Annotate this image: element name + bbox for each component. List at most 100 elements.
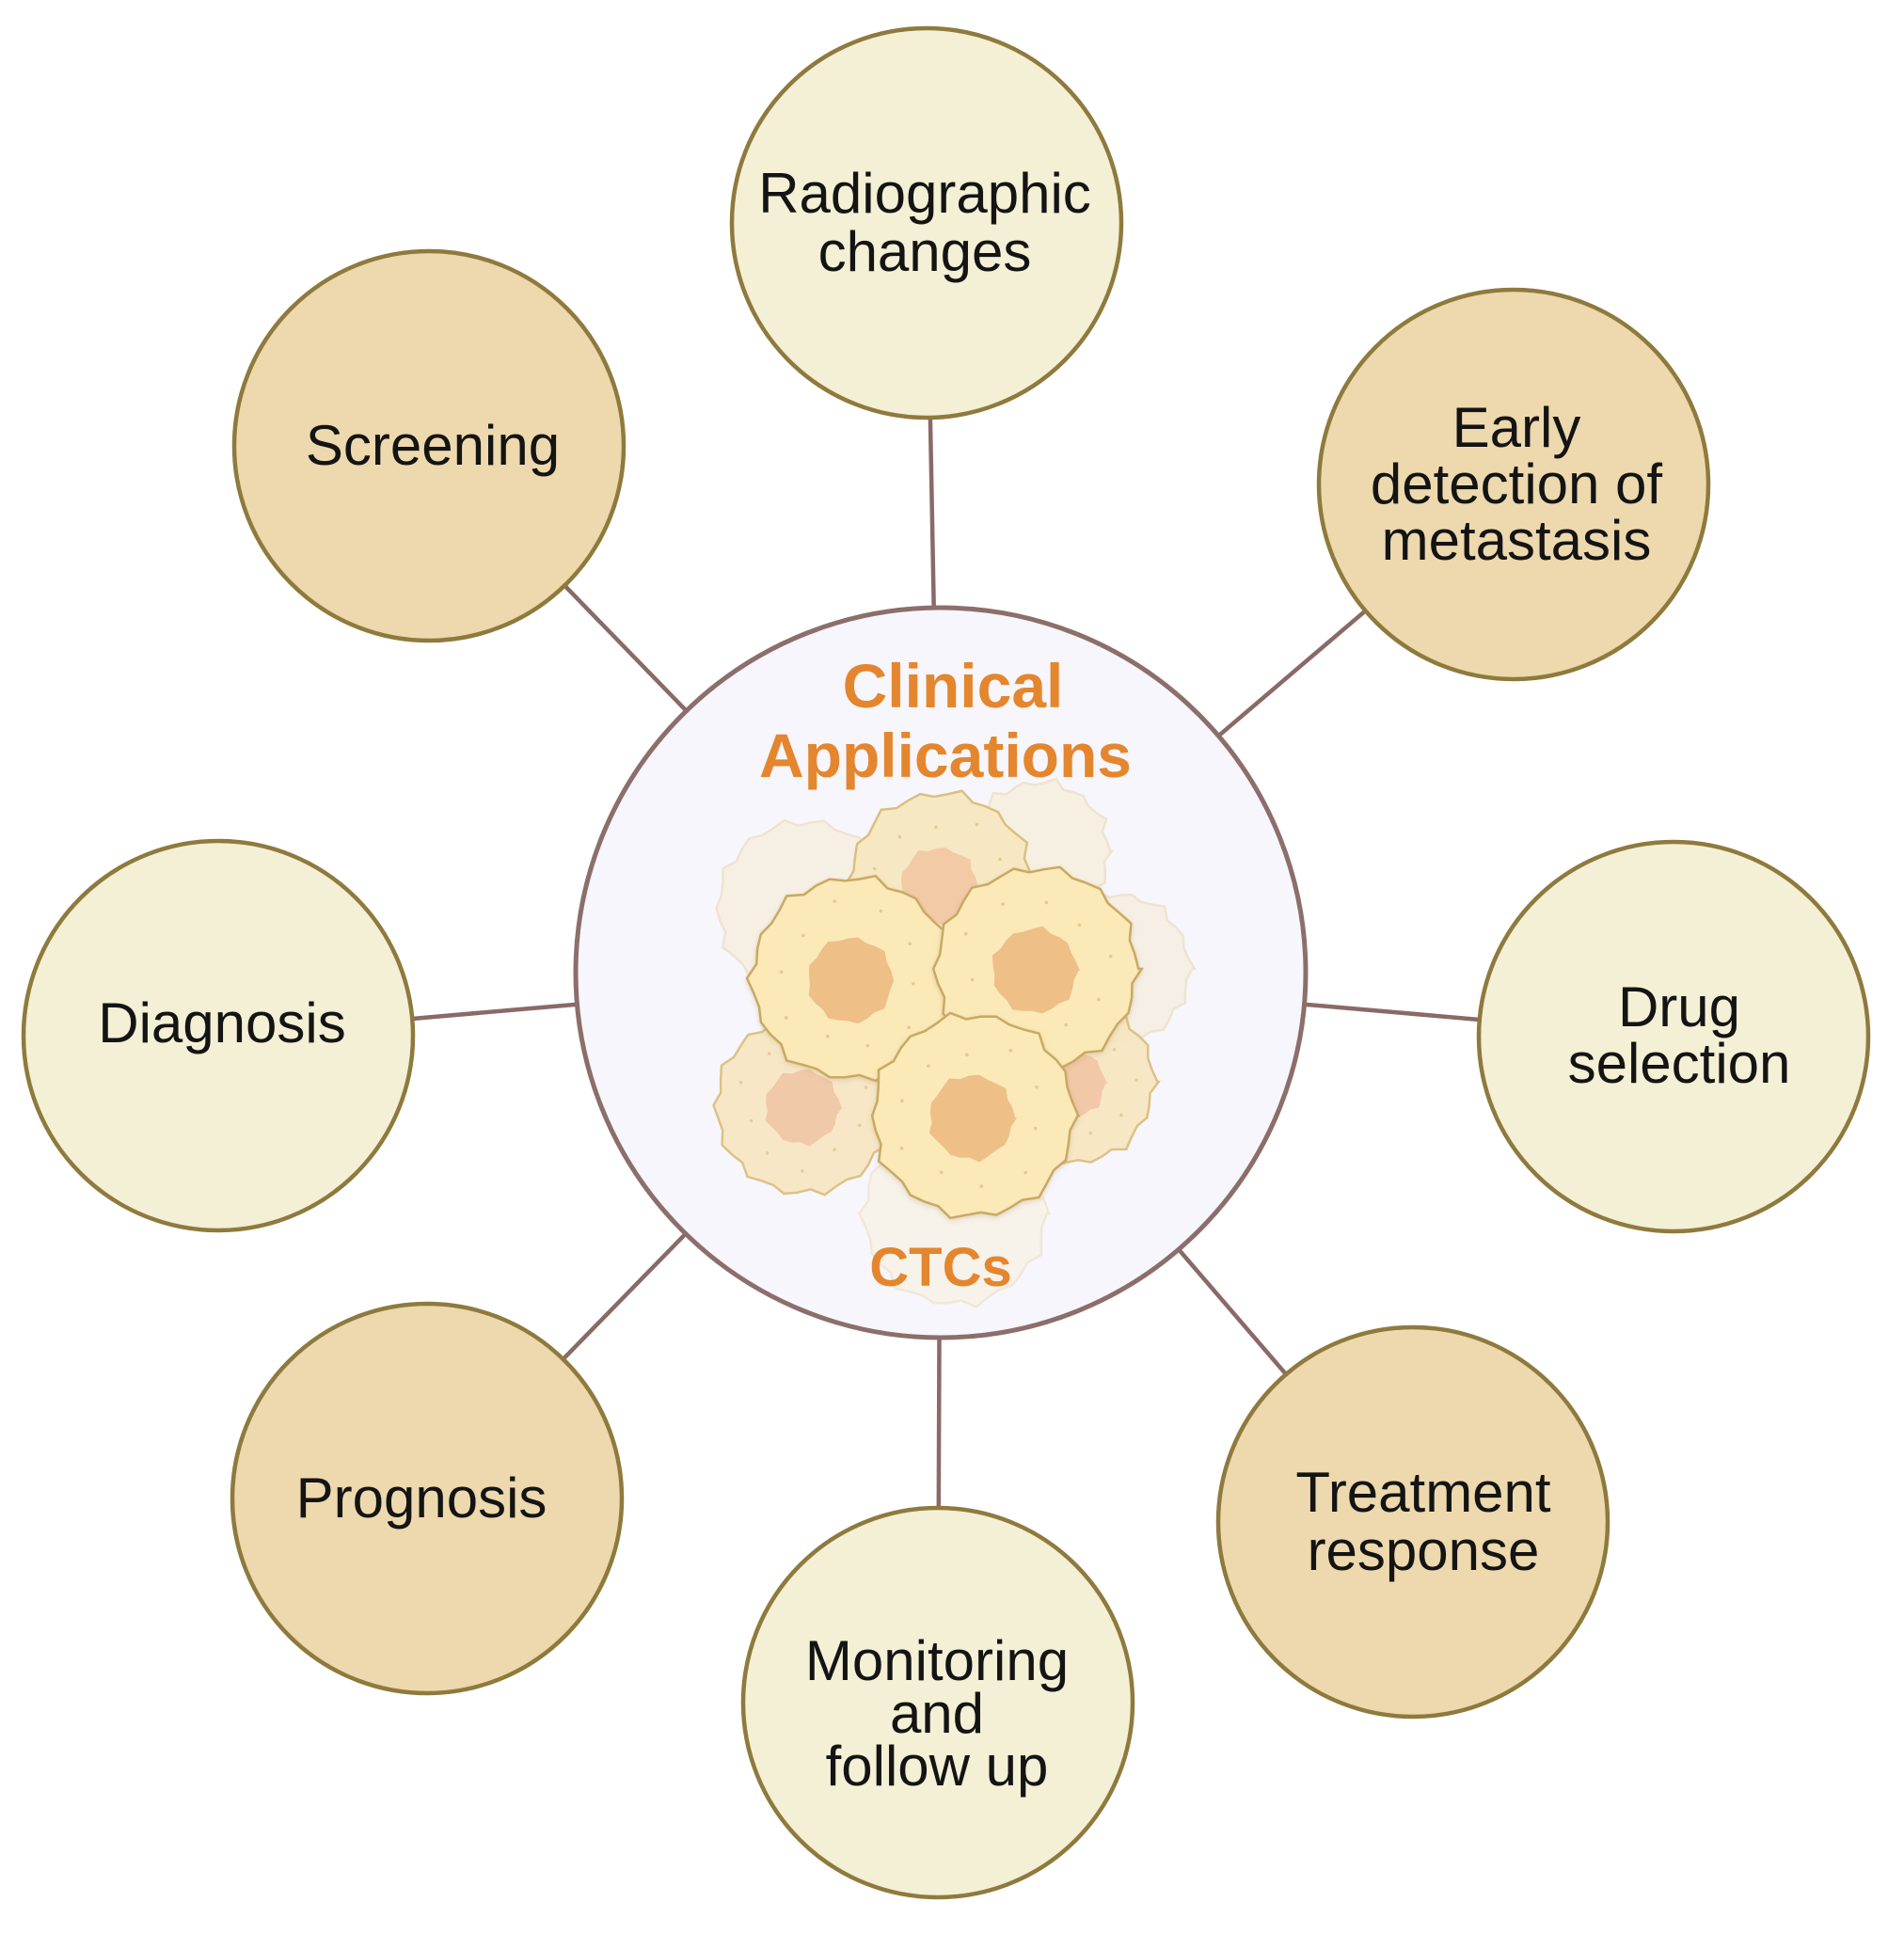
node-label-line: Screening: [306, 414, 560, 477]
ctc-cell-granule: [738, 1080, 743, 1085]
ctc-cell-nucleus: [928, 1074, 1018, 1163]
hub-title-line-2: Applications: [759, 721, 1132, 790]
ctc-cell-nucleus: [808, 937, 895, 1024]
ctc-cell-granule: [1008, 1048, 1013, 1053]
ctc-cell-granule: [1023, 1170, 1027, 1175]
ctc-cell-granule: [864, 1086, 868, 1089]
ctc-cell-granule: [1034, 1126, 1038, 1131]
ctc-cell-nucleus: [765, 1069, 843, 1147]
node-label-line: response: [1308, 1519, 1540, 1582]
connector-screening: [563, 583, 689, 713]
ctc-cell-granule: [858, 1123, 862, 1127]
node-prognosis: Prognosis: [230, 1301, 625, 1696]
ctc-cell-granule: [779, 970, 784, 975]
ctc-cell-granule: [1001, 902, 1005, 906]
ctc-cell-granule: [1064, 1022, 1068, 1027]
ctc-cell-granule: [1088, 1131, 1093, 1135]
connector-lines: [412, 417, 1480, 1509]
ctc-cell-granule: [897, 834, 902, 839]
node-label-line: metastasis: [1382, 509, 1652, 572]
node-label-line: Prognosis: [296, 1466, 547, 1530]
node-circle-monitoring-and-follow-up: [740, 1505, 1135, 1900]
ctc-cell-granule: [970, 977, 975, 982]
node-label-prognosis: Prognosis: [296, 1466, 547, 1530]
ctc-cell-granule: [749, 1118, 754, 1123]
node-label-diagnosis: Diagnosis: [98, 991, 345, 1054]
ctc-cell-cluster-icon: [712, 777, 1198, 1308]
node-label-line: Radiographic: [758, 162, 1091, 225]
node-circle-diagnosis: [21, 838, 416, 1233]
center-hub: Clinical Applications CTCs: [573, 605, 1309, 1340]
ctc-cell-granule: [833, 1148, 836, 1151]
node-label-line: Drug: [1618, 975, 1740, 1038]
connector-monitoring-and-follow-up: [936, 1337, 942, 1509]
ctc-cell-granule: [1097, 997, 1101, 1002]
ctc-cell-granule: [1108, 954, 1113, 959]
node-circle-treatment-response: [1215, 1324, 1610, 1720]
node-label-line: Diagnosis: [98, 991, 345, 1054]
ctc-cell-granule: [825, 1035, 830, 1038]
ctc-cell-granule: [965, 1053, 969, 1057]
ctc-cell-granule: [979, 1184, 984, 1188]
connector-diagnosis: [412, 1002, 578, 1022]
node-circle-radiographic-changes: [729, 25, 1124, 420]
node-circle-early-detection-of-metastasis: [1316, 287, 1711, 682]
node-label-line: and: [890, 1682, 984, 1745]
node-label-line: selection: [1568, 1032, 1791, 1095]
node-label-line: Treatment: [1295, 1461, 1551, 1524]
ctc-cell-granule: [963, 931, 968, 936]
ctc-cell-granule: [1044, 900, 1049, 905]
ctc-cell-granule: [899, 1146, 904, 1150]
connector-radiographic-changes: [928, 417, 936, 609]
ctc-cell-nucleus: [992, 926, 1081, 1014]
hub-subtitle: CTCs: [869, 1237, 1011, 1298]
connector-early-detection-of-metastasis: [1216, 609, 1367, 738]
ctc-cell-granule: [765, 1151, 770, 1155]
node-circle-prognosis: [230, 1301, 625, 1696]
ctc-cell-granule: [912, 982, 915, 986]
ctc-cell-granule: [767, 1052, 771, 1055]
node-label-line: Early: [1452, 396, 1581, 459]
ctc-cell-granule: [1112, 1048, 1117, 1052]
connector-prognosis: [561, 1232, 688, 1361]
ctc-cell-granule: [934, 825, 938, 830]
ctc-cell-granule: [1134, 1078, 1138, 1082]
ctc-cell-granule: [907, 1025, 911, 1030]
node-label-line: changes: [818, 220, 1032, 283]
ctc-cell-granule: [865, 1043, 870, 1048]
ctc-cell-granule: [927, 1064, 930, 1068]
ctc-cell-granule: [801, 933, 805, 938]
node-label-line: Monitoring: [805, 1629, 1069, 1692]
node-diagnosis: Diagnosis: [21, 838, 416, 1233]
ctc-cell-granule: [833, 899, 836, 903]
ctc-cell-granule: [998, 857, 1002, 862]
node-screening: Screening: [231, 248, 627, 643]
node-label-screening: Screening: [306, 414, 560, 477]
ctc-cell-granule: [908, 942, 912, 946]
connector-treatment-response: [1177, 1247, 1288, 1376]
ctc-cell: [745, 874, 957, 1083]
ctc-cell-granule: [872, 866, 877, 871]
ctc-cell-granule: [1077, 923, 1082, 927]
hub-title-line-1: Clinical: [843, 651, 1064, 721]
ctc-cell-granule: [975, 822, 979, 827]
node-circle-drug-selection: [1476, 839, 1871, 1234]
ctc-cell-granule: [801, 1169, 804, 1173]
ctc-cell-granule: [1035, 1085, 1039, 1089]
ctc-cell-granule: [939, 1170, 944, 1174]
ctc-cell-granule: [879, 909, 883, 913]
ctc-cell: [870, 1011, 1081, 1220]
node-label-line: follow up: [826, 1735, 1049, 1798]
